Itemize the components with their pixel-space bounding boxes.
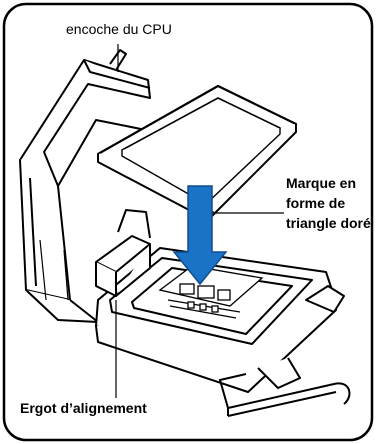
gold-triangle-label-line2: forme de [286, 195, 346, 211]
gold-triangle-label: Marque en forme de triangle doré [286, 173, 376, 233]
load-lever [218, 373, 351, 417]
gold-triangle-label-line1: Marque en [286, 175, 357, 191]
alignment-key-label: Ergot d’alignement [20, 400, 147, 416]
insertion-arrow [172, 185, 228, 286]
gold-triangle-label-line3: triangle doré [286, 215, 371, 231]
cpu-notch-label: encoche du CPU [66, 21, 172, 37]
socket-contacts [158, 265, 264, 319]
cpu-chip [96, 84, 298, 221]
